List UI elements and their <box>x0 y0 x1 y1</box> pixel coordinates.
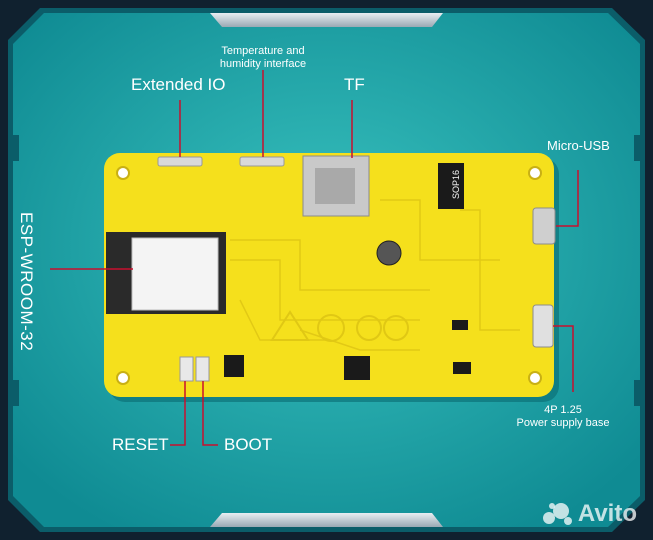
bottom-tab <box>210 513 443 527</box>
avito-logo-icon <box>542 503 572 525</box>
pcb-board <box>104 153 554 397</box>
mounting-holes <box>116 166 542 385</box>
sop16-chip <box>438 163 464 209</box>
reset-button-part <box>179 356 194 382</box>
right-notch-bottom <box>634 380 640 406</box>
label-tf: TF <box>344 75 365 94</box>
label-temperature-humidity: Temperature and humidity interface <box>206 45 320 71</box>
left-notch-top <box>13 135 19 161</box>
label-power-supply-base: Power supply base <box>516 417 610 429</box>
label-esp-wroom-32: ESP-WROOM-32 <box>17 212 36 352</box>
label-micro-usb: Micro-USB <box>547 138 610 153</box>
certification-marks <box>270 310 409 342</box>
label-power-supply: 4P 1.25 Power supply base <box>505 404 621 430</box>
leader-lines <box>50 70 579 446</box>
avito-watermark: Avito <box>542 500 637 528</box>
tf-card-slot-inner <box>315 168 355 204</box>
esp-shield <box>131 237 219 311</box>
speaker <box>376 240 402 266</box>
usb-serial-chip <box>224 355 244 377</box>
chip-label-sop16: SOP16 <box>451 169 461 199</box>
power-connector <box>532 304 554 348</box>
label-temperature-line: Temperature and <box>221 45 305 57</box>
extended-io-connector <box>157 156 203 167</box>
temp-humidity-connector <box>239 156 285 167</box>
pcb-traces <box>230 199 520 351</box>
label-extended-io: Extended IO <box>131 75 226 94</box>
label-humidity-line: humidity interface <box>219 58 307 70</box>
top-tab <box>210 13 443 27</box>
label-boot: BOOT <box>224 435 273 454</box>
regulator-chip <box>344 356 370 380</box>
label-power-connector-type: 4P 1.25 <box>544 404 582 416</box>
right-notch-top <box>634 135 640 161</box>
left-notch-bottom <box>13 380 19 406</box>
avito-wordmark: Avito <box>577 500 637 527</box>
micro-usb-port <box>532 207 556 245</box>
boot-button-part <box>195 356 210 382</box>
label-reset: RESET <box>112 435 169 454</box>
small-chip-2 <box>453 362 471 374</box>
small-chip-1 <box>452 320 468 330</box>
